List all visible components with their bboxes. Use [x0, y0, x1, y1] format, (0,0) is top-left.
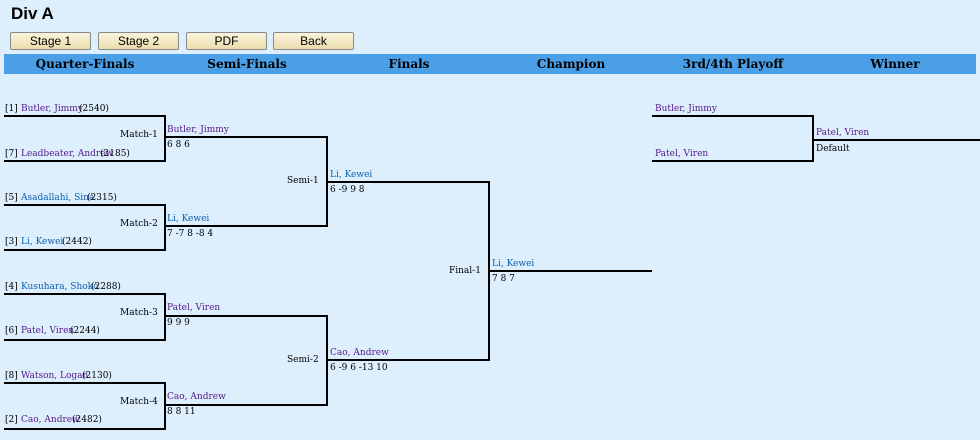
seed: [1] [5, 104, 18, 114]
semi-label: Semi-1 [287, 176, 319, 186]
bracket-line [4, 160, 166, 162]
seed: [4] [5, 282, 18, 292]
stage-2-button[interactable]: Stage 2 [98, 32, 179, 50]
bracket-line [166, 136, 328, 138]
bracket-header: Quarter-Finals Semi-Finals Finals Champi… [4, 54, 976, 74]
semi-winner-link[interactable]: Li, Kewei [330, 170, 373, 180]
rating: (2288) [91, 282, 121, 292]
back-button[interactable]: Back [273, 32, 354, 50]
match-label: Match-4 [120, 397, 158, 407]
match-label: Match-1 [120, 130, 158, 140]
player-link[interactable]: Butler, Jimmy [21, 104, 83, 114]
player-link[interactable]: Watson, Logan [21, 371, 89, 381]
bracket-line [164, 382, 166, 430]
bracket-line [812, 115, 814, 162]
col-3rd-4th-playoff: 3rd/4th Playoff [682, 57, 784, 71]
rating: (2315) [87, 193, 117, 203]
rating: (2442) [62, 237, 92, 247]
bracket-line [814, 139, 980, 141]
col-winner: Winner [870, 57, 920, 71]
rating: (2130) [82, 371, 112, 381]
player-link[interactable]: Li, Kewei [21, 237, 64, 247]
bracket-line [652, 160, 814, 162]
bracket-line [488, 181, 490, 361]
semi-score: 6 -9 6 -13 10 [330, 363, 388, 373]
match-winner-link[interactable]: Patel, Viren [167, 303, 221, 313]
col-semi-finals: Semi-Finals [207, 57, 287, 71]
seed: [8] [5, 371, 18, 381]
match-winner-link[interactable]: Li, Kewei [167, 214, 210, 224]
semi-label: Semi-2 [287, 355, 319, 365]
pdf-button[interactable]: PDF [186, 32, 267, 50]
bracket-line [166, 404, 328, 406]
player-link[interactable]: Asadallahi, Sina [21, 193, 95, 203]
rating: (2185) [100, 149, 130, 159]
bracket-line [4, 428, 166, 430]
bracket-line [164, 204, 166, 251]
col-champion: Champion [536, 57, 606, 71]
rating: (2244) [70, 326, 100, 336]
bracket-line [326, 315, 328, 406]
col-finals: Finals [388, 57, 430, 71]
stage-1-button[interactable]: Stage 1 [10, 32, 91, 50]
seed: [7] [5, 149, 18, 159]
bracket-line [4, 339, 166, 341]
bracket-line [4, 115, 166, 117]
rating: (2540) [79, 104, 109, 114]
match-winner-link[interactable]: Butler, Jimmy [167, 125, 229, 135]
seed: [2] [5, 415, 18, 425]
bracket-line [328, 181, 490, 183]
bracket-line [164, 115, 166, 162]
player-link[interactable]: Kusuhara, Shoko [21, 282, 99, 292]
match-score: 6 8 6 [167, 140, 190, 150]
page-title: Div A [11, 4, 54, 23]
player-link[interactable]: Cao, Andrew [21, 415, 80, 425]
bracket-line [4, 293, 166, 295]
bracket-line [4, 382, 166, 384]
playoff-result: Default [816, 144, 850, 154]
bracket-line [490, 270, 652, 272]
player-link[interactable]: Leadbeater, Andrew [21, 149, 114, 159]
match-winner-link[interactable]: Cao, Andrew [167, 392, 226, 402]
bracket-line [328, 359, 490, 361]
champion-link[interactable]: Li, Kewei [492, 259, 535, 269]
match-label: Match-3 [120, 308, 158, 318]
col-quarter-finals: Quarter-Finals [35, 57, 135, 71]
seed: [5] [5, 193, 18, 203]
bracket-line [326, 136, 328, 227]
bracket-line [166, 225, 328, 227]
match-label: Match-2 [120, 219, 158, 229]
final-label: Final-1 [449, 266, 481, 276]
bracket-line [164, 293, 166, 341]
bracket-line [652, 115, 814, 117]
playoff-player-link[interactable]: Butler, Jimmy [655, 104, 717, 114]
seed: [6] [5, 326, 18, 336]
semi-score: 6 -9 9 8 [330, 185, 365, 195]
seed: [3] [5, 237, 18, 247]
bracket-line [4, 204, 166, 206]
bracket-line [166, 315, 328, 317]
semi-winner-link[interactable]: Cao, Andrew [330, 348, 389, 358]
bracket-line [4, 249, 166, 251]
match-score: 8 8 11 [167, 407, 196, 417]
rating: (2482) [72, 415, 102, 425]
playoff-player-link[interactable]: Patel, Viren [655, 149, 709, 159]
player-link[interactable]: Patel, Viren [21, 326, 75, 336]
match-score: 9 9 9 [167, 318, 190, 328]
final-score: 7 8 7 [492, 274, 515, 284]
playoff-winner-link[interactable]: Patel, Viren [816, 128, 870, 138]
match-score: 7 -7 8 -8 4 [167, 229, 214, 239]
